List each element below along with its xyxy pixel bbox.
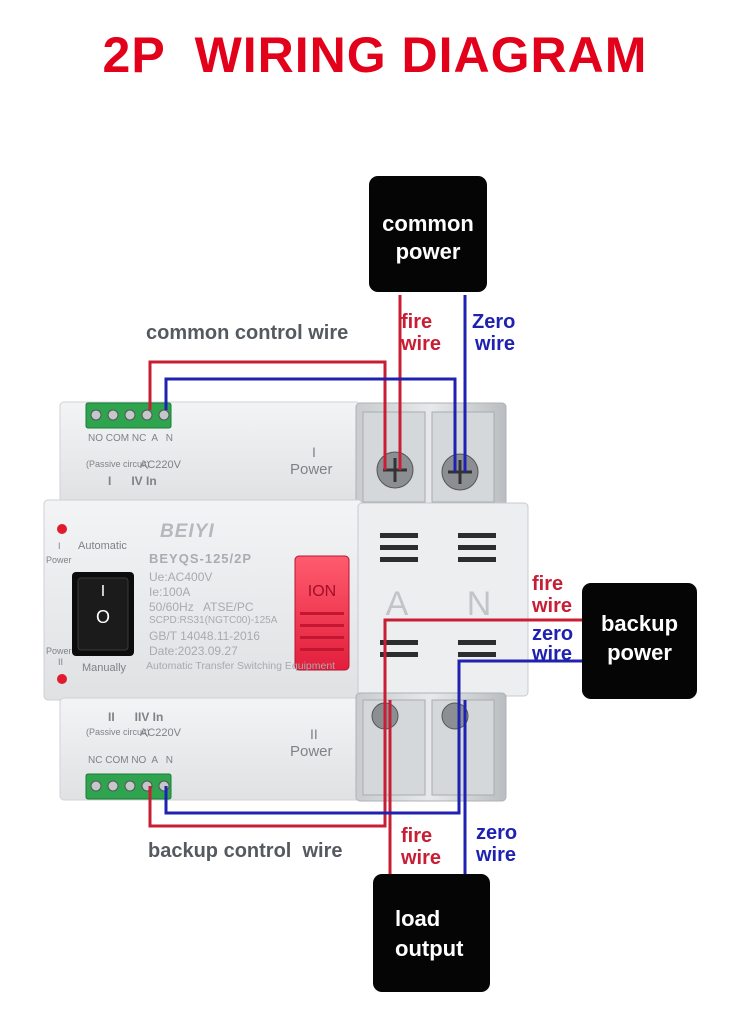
backup-power-box: backup power (582, 583, 697, 699)
fire-wire-top-label: fire wire (401, 311, 441, 355)
lamp-ii-label: Power (46, 646, 72, 656)
terminal-bottom-labels: NC COM NO A N (88, 755, 174, 766)
load-output-box: load output (373, 874, 490, 992)
load-output-line1: load (395, 906, 441, 931)
fire-wire-bottom-label: fire wire (401, 825, 441, 869)
fire-wire-bottom-line1: fire (401, 825, 433, 847)
common-power-line2: power (395, 239, 461, 264)
zero-wire-right-label: zero wire (532, 624, 573, 664)
fire-wire-bottom-line2: wire (401, 847, 442, 869)
terminal-top-labels: NO COM NC A N (88, 433, 174, 444)
common-power-line1: common (382, 211, 474, 236)
fire-wires (148, 295, 582, 875)
common-control-wire-label: common control wire (146, 322, 349, 344)
phase-n-label: N (467, 585, 492, 623)
terminal-top-bottom: I IV In (108, 474, 157, 488)
zero-wire-top-line2: wire (475, 333, 516, 355)
zero-wire-bottom-line2: wire (476, 844, 517, 866)
fire-wire-top-line1: fire (401, 311, 433, 333)
power-ii-numeral: II (310, 726, 318, 742)
terminal-top-passive: (Passive circuit) (86, 459, 150, 469)
brand-logo: BEIYI (160, 521, 215, 542)
power-ii-label: Power (290, 743, 333, 760)
equipment-label: Automatic Transfer Switching Equipment (146, 660, 336, 672)
common-power-box: common power (369, 176, 487, 292)
power-i-numeral: I (312, 444, 316, 460)
fire-wire-right-line2: wire (532, 595, 573, 617)
spec-line: Ie:100A (149, 585, 191, 599)
spec-line: GB/T 14048.11-2016 (149, 629, 260, 643)
zero-wire-top-line1: Zero (472, 311, 516, 333)
phase-a-label: A (386, 585, 409, 623)
fire-wire-top-line2: wire (401, 333, 442, 355)
terminal-bottom-passive: (Passive circuit) (86, 727, 150, 737)
switch-top-label: Automatic (78, 540, 127, 552)
screw-icon (441, 702, 469, 730)
backup-power-line1: backup (600, 611, 679, 636)
terminal-top-voltage: AC220V (140, 459, 181, 471)
switch-off-label: O (96, 607, 110, 627)
terminal-bottom-voltage: AC220V (140, 727, 181, 739)
fire-wire-right-label: fire wire (532, 573, 572, 617)
lamp-i-label: Power (46, 555, 72, 565)
lamp-ii-numeral: II (58, 657, 64, 667)
page-title: 2P WIRING DIAGRAM (102, 27, 648, 83)
model-label: BEYQS-125/2P (149, 551, 253, 566)
zero-wire-right-line2: wire (532, 643, 573, 665)
zero-wires (164, 295, 582, 875)
handle-label: ION (308, 583, 336, 600)
switch-on-label: I (101, 583, 105, 600)
lamp-i-icon (57, 524, 67, 534)
zero-wire-bottom-label: zero wire (476, 822, 517, 866)
spec-line: SCPD:RS31(NGTC00)-125A (149, 615, 278, 626)
zero-wire-bottom-line1: zero (476, 822, 518, 844)
spec-line: Ue:AC400V (149, 570, 213, 584)
terminal-bottom-top: II IIV In (108, 710, 164, 724)
spec-line: Date:2023.09.27 (149, 644, 238, 658)
switch-bottom-label: Manually (82, 662, 127, 674)
power-i-label: Power (290, 461, 333, 478)
load-output-line2: output (395, 936, 464, 961)
zero-wire-right-line1: zero (532, 623, 574, 645)
zero-wire-top-label: Zero wire (472, 311, 515, 355)
spec-line: 50/60Hz ATSE/PC (149, 600, 254, 614)
lamp-ii-icon (57, 674, 67, 684)
fire-wire-right-line1: fire (532, 573, 564, 595)
backup-power-line2: power (607, 640, 672, 665)
lamp-i-numeral: I (58, 541, 61, 551)
backup-control-wire-label: backup control wire (148, 840, 343, 862)
